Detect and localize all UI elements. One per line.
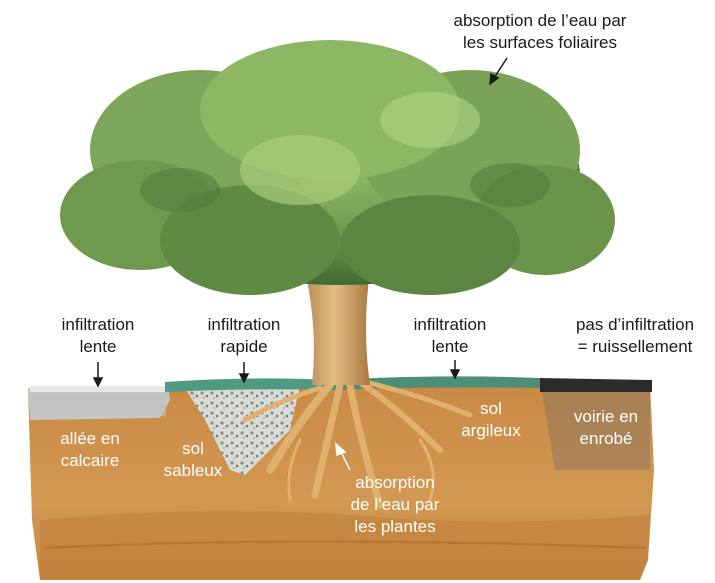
slow-infiltration-left-label: infiltrationlente	[48, 314, 148, 358]
slow-infiltration-right-label: infiltrationlente	[400, 314, 500, 358]
limestone-path-label: allée encalcaire	[40, 428, 140, 472]
fast-infiltration-label: infiltrationrapide	[194, 314, 294, 358]
limestone-path	[28, 386, 170, 420]
trunk	[305, 270, 370, 385]
plant-absorption-label: absorptionde l’eau parles plantes	[330, 472, 460, 538]
foliage	[60, 40, 615, 295]
no-infiltration-label: pas d’infiltration= ruissellement	[560, 314, 710, 358]
asphalt-road-label: voirie enenrobé	[556, 406, 656, 450]
clay-soil-label: solargileux	[446, 398, 536, 442]
leaf-absorption-label: absorption de l’eau parles surfaces foli…	[430, 10, 650, 54]
sandy-soil-label: solsableux	[148, 438, 238, 482]
